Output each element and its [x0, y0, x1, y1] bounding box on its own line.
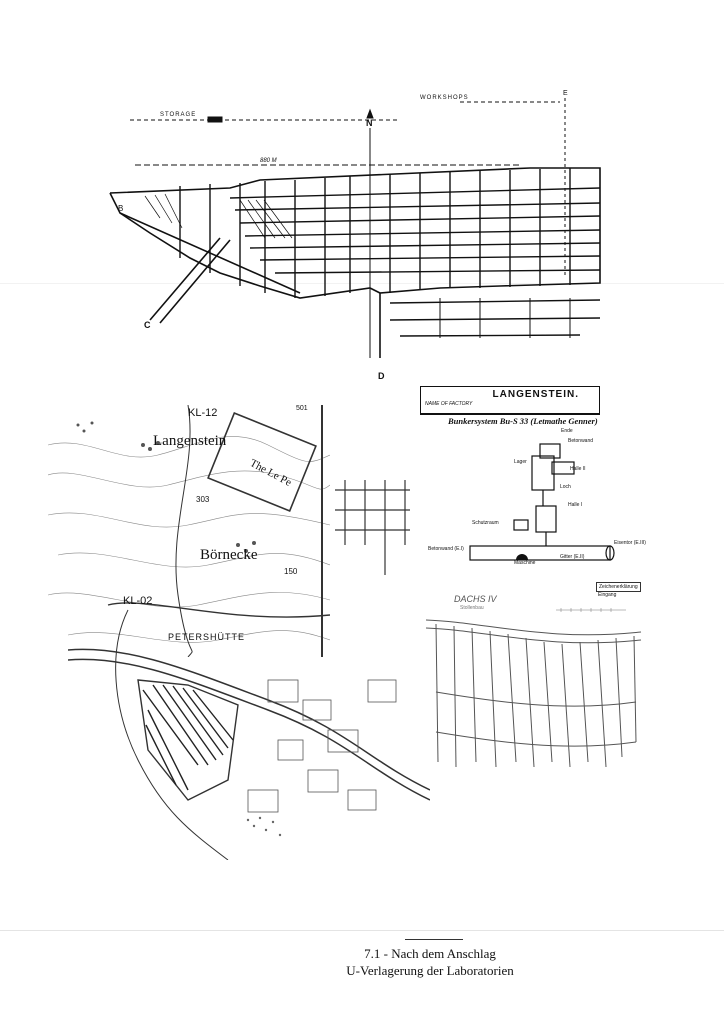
- distance-label: 880 M: [260, 158, 277, 164]
- workshops-label: WORKSHOPS: [420, 95, 469, 101]
- point-c-label: C: [144, 320, 151, 330]
- town-langenstein: Langenstein: [153, 433, 227, 449]
- dachs-diagram: DACHS IV Stollenbau Zeichenerklärung Ein…: [426, 580, 648, 772]
- bunker-label-loch: Loch: [560, 484, 571, 490]
- bunker-label-maschine: Maschine: [514, 560, 536, 566]
- dachs-subtitle: Stollenbau: [460, 605, 484, 611]
- page-divider: [0, 930, 724, 931]
- factory-plan-drawing: [109, 98, 601, 358]
- factory-name: LANGENSTEIN.: [492, 389, 579, 400]
- north-label: N: [366, 118, 373, 128]
- topographic-map: Langenstein Börnecke KL-12 KL-02 The Le …: [47, 404, 331, 658]
- bunker-label-halle-i: Halle I: [568, 502, 583, 508]
- dachs-title: DACHS IV: [454, 594, 497, 604]
- point-e-label: E: [563, 90, 568, 97]
- dachs-drawing: [426, 608, 642, 768]
- bunker-label-gitter: Gitter (E.II): [560, 554, 585, 560]
- elevation-303: 303: [196, 495, 210, 504]
- bunker-label-ende: Ende: [561, 428, 573, 434]
- town-bornecke: Börnecke: [200, 547, 258, 563]
- dachs-legend-1: Zeichenerklärung: [596, 582, 641, 592]
- topographic-map-drawing: [47, 404, 331, 658]
- factory-plan: STORAGE WORKSHOPS N 880 M B C D E: [60, 88, 610, 388]
- grid-fragment: [330, 470, 415, 580]
- elevation-150: 150: [284, 567, 298, 576]
- bunker-label-halle-ii: Halle II: [570, 466, 586, 472]
- caption-line-2: U-Verlagerung der Laboratorien: [346, 963, 514, 978]
- point-b-label: B: [118, 204, 124, 213]
- caption-rule: [405, 939, 463, 940]
- bunker-title: Bunkersystem Bu-S 33 (Letmathe Genner): [448, 416, 598, 426]
- bunker-label-eisentor: Eisentor (E.III): [614, 540, 646, 546]
- bunker-label-schutzraum: Schutzraum: [472, 520, 499, 526]
- city-map-drawing: [67, 609, 431, 861]
- dachs-legend-2: Eingang: [598, 592, 617, 598]
- grid-label-kl02: KL-02: [123, 595, 153, 607]
- elevation-501: 501: [296, 405, 308, 412]
- bunker-label-betonwand-ei: Betonwand (E.I): [428, 546, 464, 552]
- storage-label: STORAGE: [160, 112, 197, 118]
- bunker-label-betonwand: Betonwand: [568, 438, 594, 444]
- bunker-label-lager: Lager: [514, 459, 527, 465]
- point-d-label: D: [378, 371, 385, 381]
- name-of-factory-label: NAME OF FACTORY: [425, 401, 473, 407]
- bunker-drawing: [469, 443, 615, 561]
- bunker-diagram: Bunkersystem Bu-S 33 (Letmathe Genner) E…: [428, 416, 646, 566]
- city-map: PETERSHÜTTE: [67, 590, 431, 861]
- caption-line-1: 7.1 - Nach dem Anschlag: [364, 946, 496, 961]
- scan-fold-line: [0, 283, 724, 284]
- grid-label-kl12: KL-12: [188, 407, 218, 419]
- place-label-petershutte: PETERSHÜTTE: [168, 632, 246, 642]
- factory-name-box: LANGENSTEIN. NAME OF FACTORY: [420, 386, 600, 415]
